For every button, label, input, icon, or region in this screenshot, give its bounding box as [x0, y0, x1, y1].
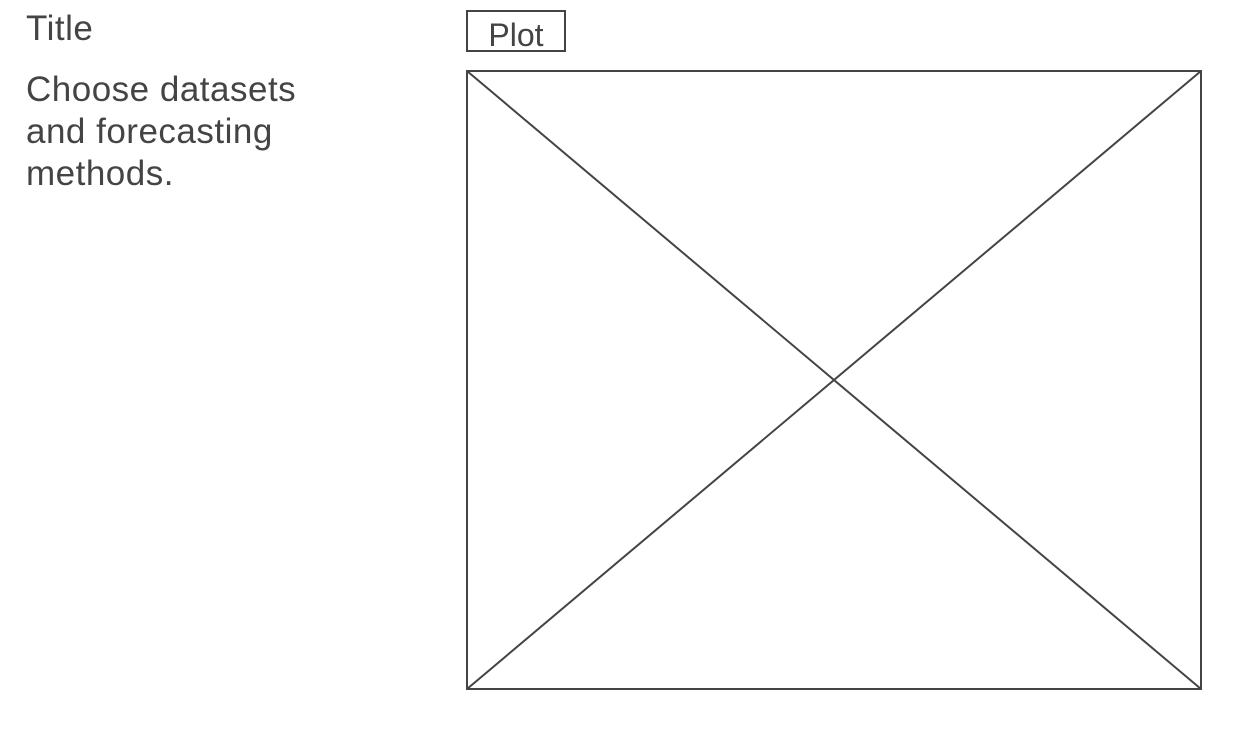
- plot-button[interactable]: Plot: [466, 10, 566, 52]
- page-title: Title: [26, 9, 94, 48]
- image-placeholder-icon: [466, 70, 1202, 690]
- placeholder-diagonal-2: [466, 70, 1202, 690]
- instructions-text: Choose datasets and forecasting methods.: [26, 70, 297, 193]
- plot-placeholder: [466, 70, 1202, 690]
